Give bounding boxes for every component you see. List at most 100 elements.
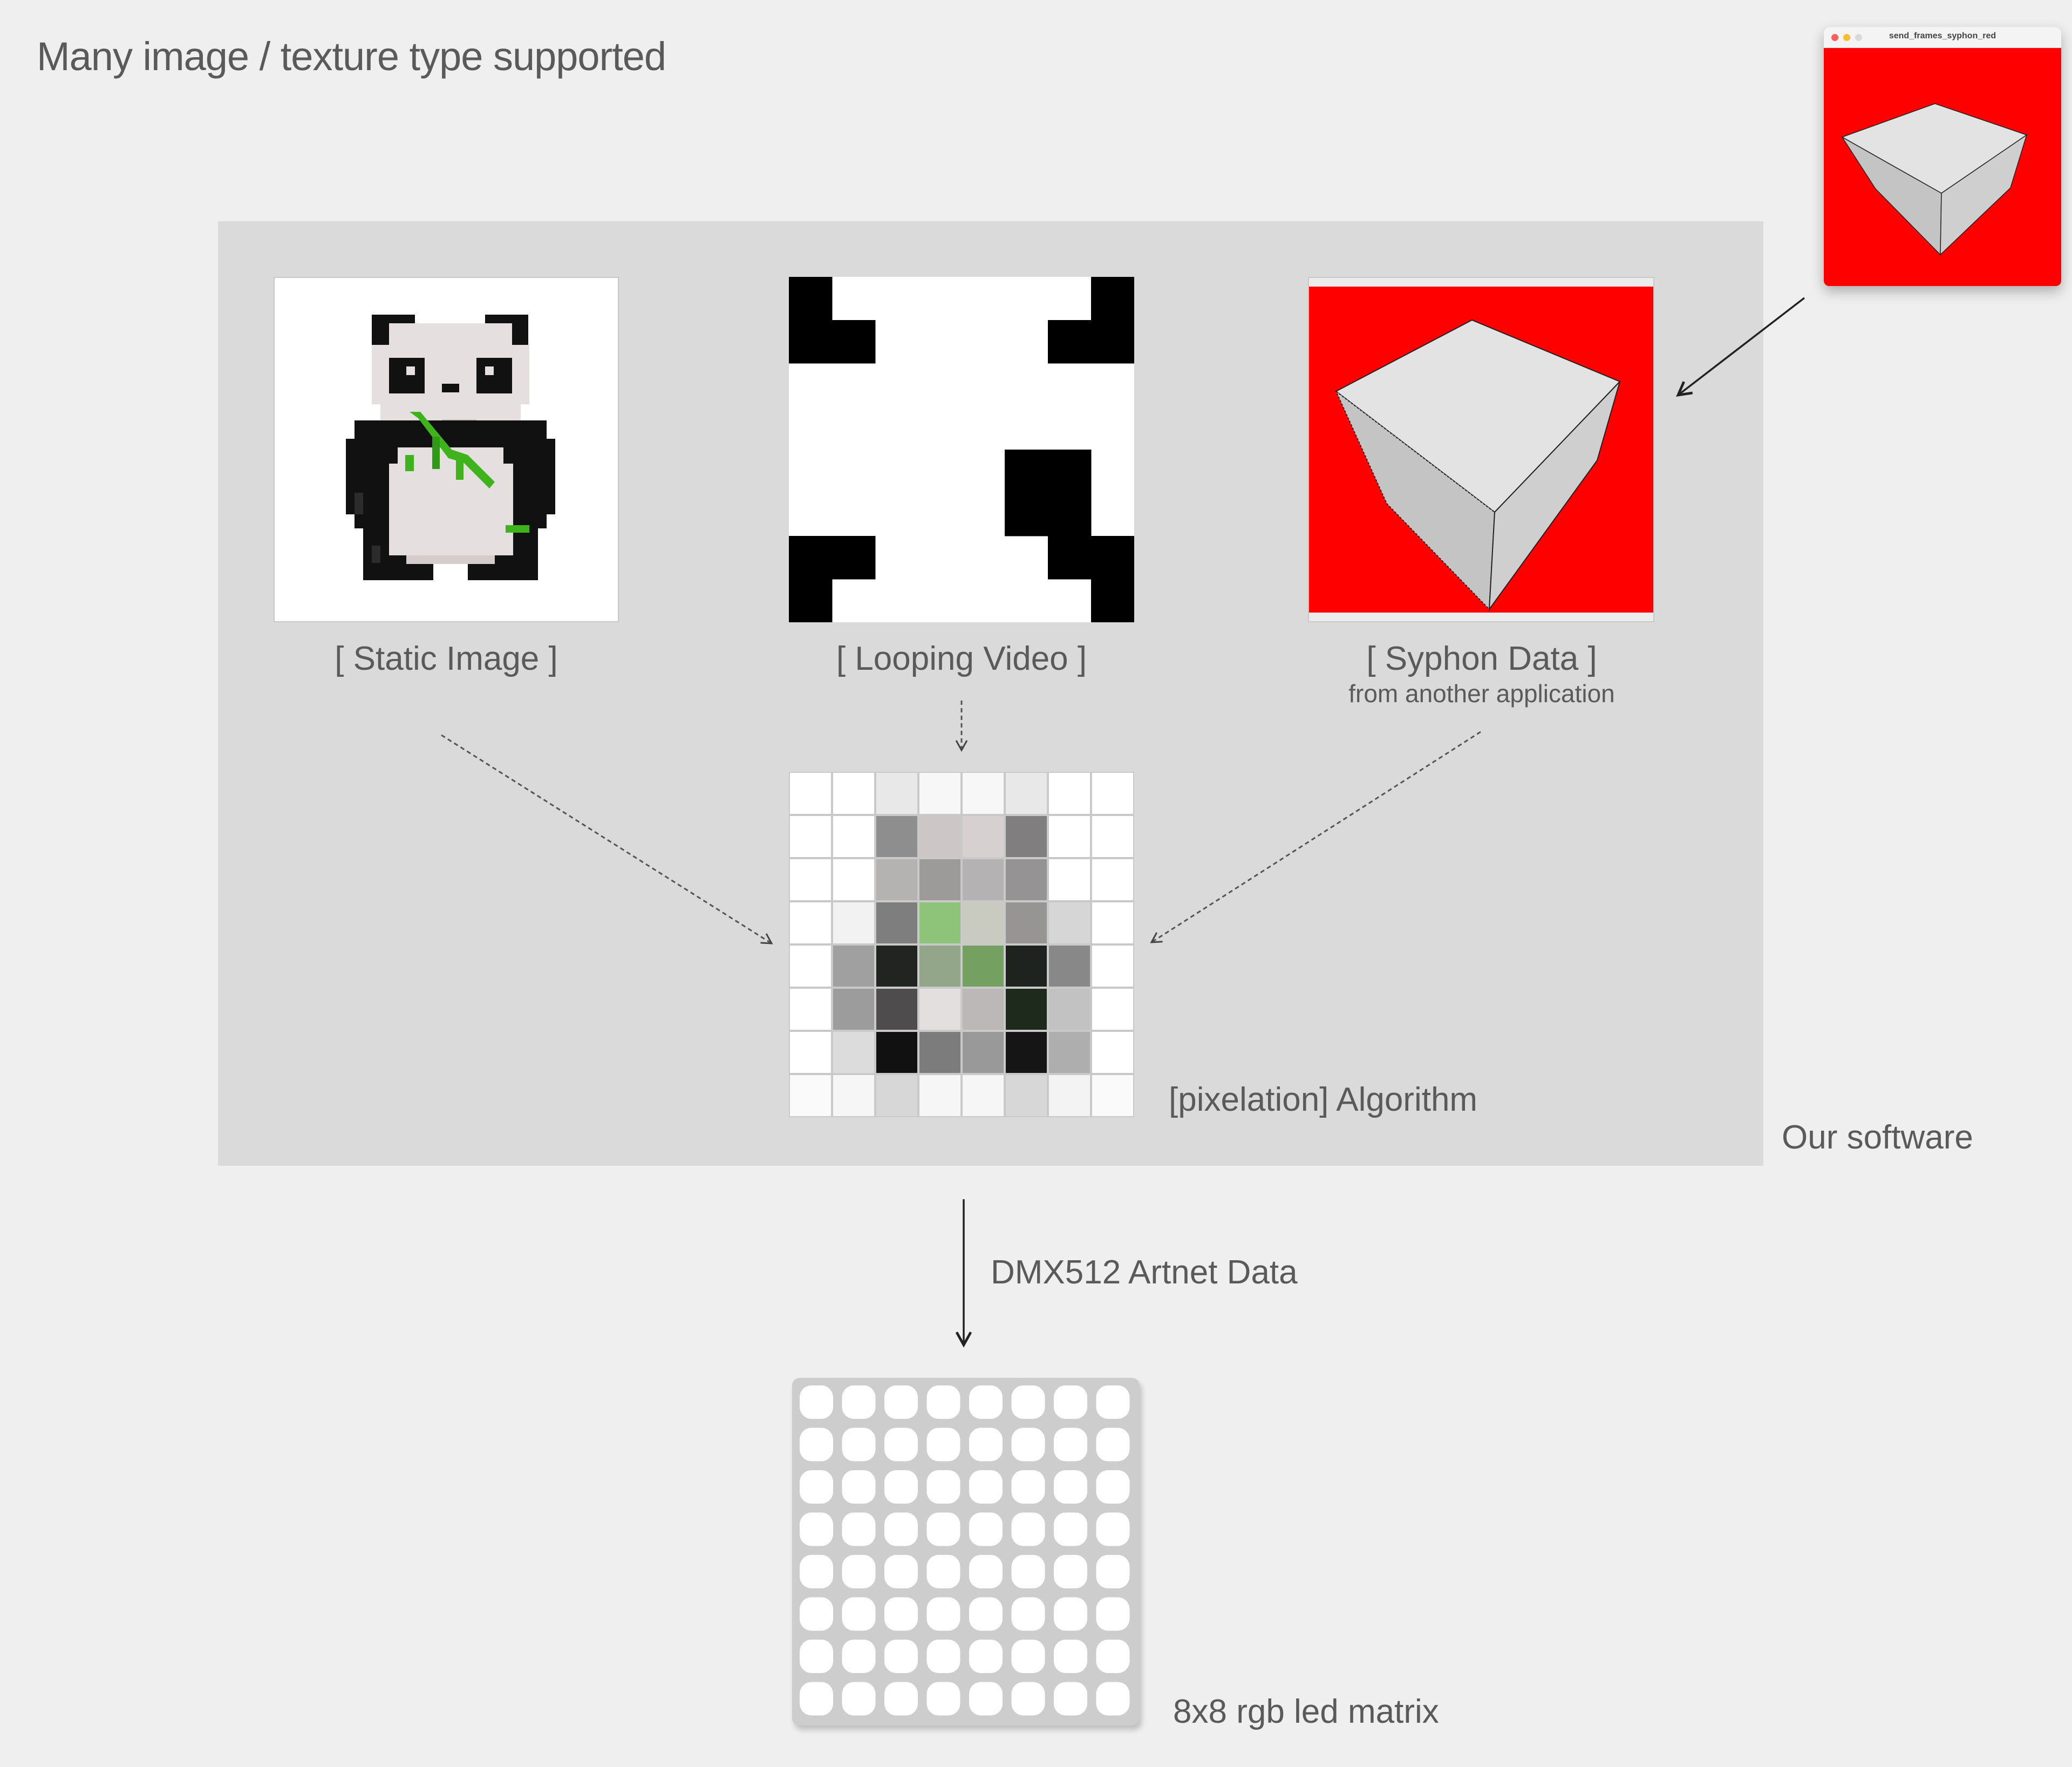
led-cell [926, 1470, 960, 1504]
pixel-cell [962, 1031, 1005, 1074]
pixel-cell [1048, 901, 1091, 944]
led-cell [1054, 1597, 1087, 1631]
led-cell [884, 1640, 918, 1673]
pixel-cell [1091, 988, 1134, 1031]
pixel-grid [789, 772, 1134, 1117]
led-cell [884, 1385, 918, 1419]
pixel-cell [1048, 815, 1091, 858]
pixel-cell [1005, 944, 1048, 988]
pixel-cell [1091, 1074, 1134, 1117]
led-cell [842, 1385, 876, 1419]
pixel-cell [789, 772, 832, 815]
led-cell [1011, 1555, 1045, 1588]
pixel-cell [918, 815, 962, 858]
led-cell [926, 1385, 960, 1419]
led-cell [800, 1555, 833, 1588]
led-cell [926, 1597, 960, 1631]
led-cell [1096, 1512, 1130, 1546]
pixel-cell [875, 988, 918, 1031]
led-cell [842, 1470, 876, 1504]
pixel-cell [875, 1074, 918, 1117]
static-image-label: [ Static Image ] [335, 640, 558, 677]
led-cell [842, 1682, 876, 1716]
window-titlebar: send_frames_syphon_red [1824, 27, 2061, 48]
pixel-cell [875, 944, 918, 988]
led-cell [969, 1682, 1003, 1716]
pixel-cell [918, 901, 962, 944]
page-title: Many image / texture type supported [37, 34, 666, 79]
pixel-cell [962, 815, 1005, 858]
pixel-cell [789, 988, 832, 1031]
led-cell [1054, 1512, 1087, 1546]
pixel-cell [962, 772, 1005, 815]
led-cell [884, 1428, 918, 1462]
video-black-block [1048, 450, 1092, 493]
syphon-data-label: [ Syphon Data ] [1366, 640, 1597, 677]
led-cell [884, 1597, 918, 1631]
pixel-cell [789, 944, 832, 988]
video-black-block [832, 536, 876, 580]
led-cell [800, 1682, 833, 1716]
pixel-cell [875, 1031, 918, 1074]
led-cell [969, 1597, 1003, 1631]
pixel-cell [1005, 858, 1048, 901]
syphon-sender-window: send_frames_syphon_red [1824, 27, 2061, 286]
pixel-cell [918, 988, 962, 1031]
looping-video-preview [789, 277, 1134, 622]
video-black-block [1091, 320, 1134, 364]
led-cell [1054, 1385, 1087, 1419]
led-cell [1096, 1640, 1130, 1673]
video-black-block [1091, 536, 1134, 580]
pixel-cell [832, 815, 875, 858]
led-cell [884, 1682, 918, 1716]
pixel-cell [875, 815, 918, 858]
led-cell [800, 1512, 833, 1546]
led-cell [800, 1597, 833, 1631]
pixel-cell [1048, 772, 1091, 815]
pixel-cell [1091, 815, 1134, 858]
led-cell [1096, 1428, 1130, 1462]
video-black-block [1005, 450, 1048, 493]
led-cell [842, 1597, 876, 1631]
led-cell [1096, 1555, 1130, 1588]
pixel-cell [789, 1074, 832, 1117]
syphon-cube-image [1309, 287, 1653, 613]
pixel-cell [1005, 1074, 1048, 1117]
pixel-cell [789, 815, 832, 858]
syphon-data-preview [1308, 277, 1654, 622]
led-cell [884, 1470, 918, 1504]
led-cell [926, 1640, 960, 1673]
pixel-cell [789, 901, 832, 944]
zoom-window-icon[interactable] [1855, 34, 1862, 41]
algorithm-label: [pixelation] Algorithm [1169, 1081, 1478, 1118]
pixel-cell [875, 858, 918, 901]
pixel-cell [962, 858, 1005, 901]
video-black-block [789, 579, 833, 622]
pixel-cell [832, 858, 875, 901]
pixel-cell [918, 772, 962, 815]
led-cell [1011, 1682, 1045, 1716]
pixel-cell [1048, 988, 1091, 1031]
led-cell [1011, 1512, 1045, 1546]
pixel-cell [1048, 944, 1091, 988]
minimize-window-icon[interactable] [1843, 34, 1850, 41]
close-window-icon[interactable] [1831, 34, 1838, 41]
pixel-cell [1005, 815, 1048, 858]
output-label: 8x8 rgb led matrix [1173, 1693, 1439, 1730]
led-cell [884, 1512, 918, 1546]
led-cell [1096, 1385, 1130, 1419]
video-frame-image [789, 277, 1134, 622]
video-black-block [1091, 579, 1134, 622]
pixel-cell [918, 944, 962, 988]
led-cell [1054, 1682, 1087, 1716]
led-cell [800, 1428, 833, 1462]
pixel-cell [1005, 901, 1048, 944]
pixel-cell [962, 901, 1005, 944]
pixel-cell [1091, 772, 1134, 815]
led-cell [926, 1682, 960, 1716]
pixel-cell [1091, 944, 1134, 988]
pixel-cell [832, 901, 875, 944]
pixel-cell [875, 901, 918, 944]
led-cell [1054, 1470, 1087, 1504]
video-black-block [1005, 493, 1048, 536]
